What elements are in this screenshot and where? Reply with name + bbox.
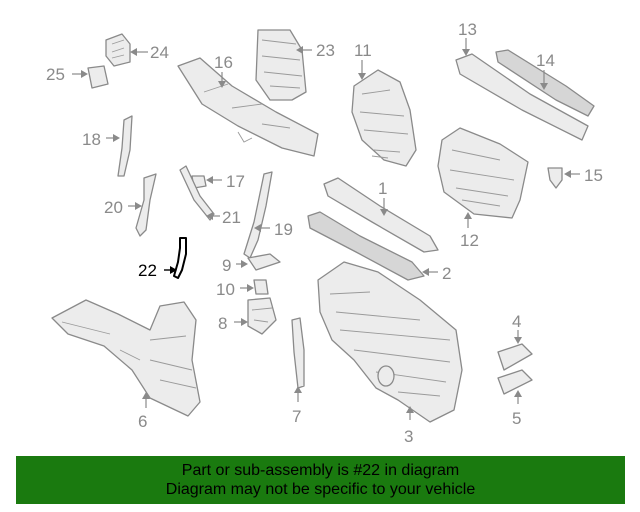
callout-21: 21 <box>222 208 241 227</box>
callout-15: 15 <box>584 166 603 185</box>
part-4: 4 <box>497 312 533 371</box>
callout-13: 13 <box>458 20 477 39</box>
callout-5: 5 <box>512 409 521 428</box>
parts-diagram: 24 25 23 16 11 13 <box>46 20 603 446</box>
callout-20: 20 <box>104 198 123 217</box>
part-17: 17 <box>191 172 245 191</box>
part-15: 15 <box>547 166 603 189</box>
callout-10: 10 <box>216 280 235 299</box>
part-12: 12 <box>437 127 529 250</box>
part-10: 10 <box>216 279 269 299</box>
part-21: 21 <box>179 165 241 227</box>
callout-23: 23 <box>316 41 335 60</box>
part-9: 9 <box>222 253 281 275</box>
part-3: 3 <box>317 261 463 446</box>
part-8: 8 <box>218 297 277 335</box>
banner-line-2: Diagram may not be specific to your vehi… <box>165 481 476 498</box>
callout-25: 25 <box>46 65 65 84</box>
callout-12: 12 <box>460 231 479 250</box>
callout-16: 16 <box>214 53 233 72</box>
callout-1: 1 <box>378 179 387 198</box>
callout-18: 18 <box>82 130 101 149</box>
callout-9: 9 <box>222 256 231 275</box>
callout-2: 2 <box>442 264 451 283</box>
part-19: 19 <box>243 171 293 259</box>
callout-19: 19 <box>274 220 293 239</box>
info-banner: Part or sub-assembly is #22 in diagram D… <box>16 456 625 504</box>
part-20: 20 <box>104 173 157 237</box>
callout-4: 4 <box>512 312 521 331</box>
callout-8: 8 <box>218 314 227 333</box>
callout-14: 14 <box>536 51 555 70</box>
part-7: 7 <box>291 317 305 426</box>
callout-3: 3 <box>404 427 413 446</box>
callout-24: 24 <box>150 43 169 62</box>
callout-22: 22 <box>138 261 157 280</box>
part-14: 14 <box>495 49 595 117</box>
part-18: 18 <box>82 115 133 177</box>
part-6: 6 <box>51 299 201 431</box>
part-22: 22 <box>138 237 187 280</box>
callout-17: 17 <box>226 172 245 191</box>
callout-6: 6 <box>138 412 147 431</box>
part-23: 23 <box>255 29 335 101</box>
part-1: 1 <box>323 177 439 253</box>
part-11: 11 <box>351 41 417 167</box>
part-24: 24 <box>105 33 169 67</box>
part-5: 5 <box>497 369 533 428</box>
part-2: 2 <box>307 211 451 283</box>
banner-line-1: Part or sub-assembly is #22 in diagram <box>181 462 460 479</box>
callout-7: 7 <box>292 407 301 426</box>
part-25: 25 <box>46 65 109 89</box>
part-13: 13 <box>455 20 589 141</box>
part-16: 16 <box>177 53 319 157</box>
callout-11: 11 <box>354 41 372 60</box>
